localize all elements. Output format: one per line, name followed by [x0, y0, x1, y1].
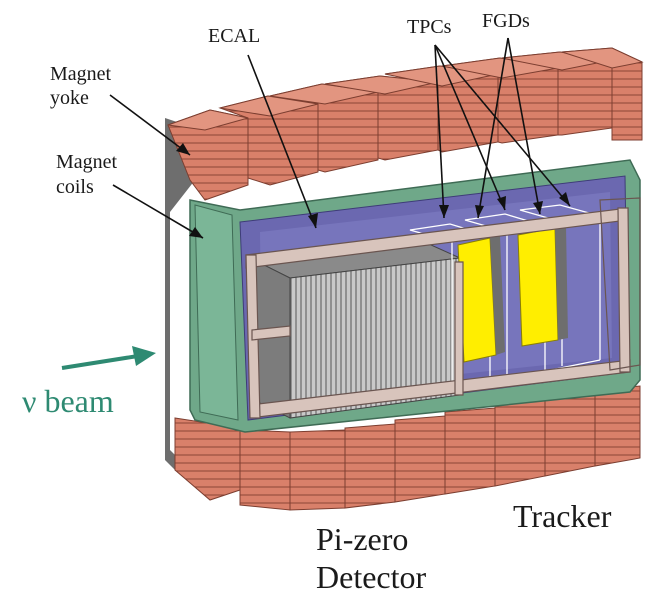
coils-leader [112, 184, 204, 239]
fgd-panels [457, 226, 568, 363]
detector-frame [245, 197, 641, 419]
tracker-label: Tracker [513, 498, 612, 534]
beam-label: ν beam [22, 383, 114, 419]
fgd-leader-1 [477, 37, 509, 219]
tpc-leader-1 [434, 44, 445, 219]
magnet-coils-label-line1: Magnet [56, 151, 118, 173]
pizero-label-line1: Pi-zero [316, 521, 408, 557]
magnet-coils-label-line2: coils [56, 176, 94, 198]
magnet-yoke-label-line2: yoke [50, 87, 89, 109]
fgd-leader-2 [507, 37, 541, 215]
pizero-label-line2: Detector [316, 559, 427, 595]
beam-arrow [61, 346, 156, 370]
tpc-leader-3 [434, 44, 571, 207]
ecal-leader [247, 54, 317, 229]
leader-arrowheads [176, 143, 570, 238]
fgds-label: FGDs [482, 10, 530, 32]
coil-left-front [194, 204, 239, 421]
yoke-leader [109, 94, 191, 156]
ecal-label: ECAL [208, 25, 260, 47]
magnet-yoke-label-line1: Magnet [50, 63, 112, 85]
leader-lines [109, 37, 571, 239]
magnet-yoke-bottom [174, 385, 641, 511]
magnet-yoke-top [167, 47, 644, 201]
tpcs-label: TPCs [407, 16, 452, 38]
yoke-left-end [165, 118, 195, 470]
tpc-leader-2 [434, 44, 506, 211]
